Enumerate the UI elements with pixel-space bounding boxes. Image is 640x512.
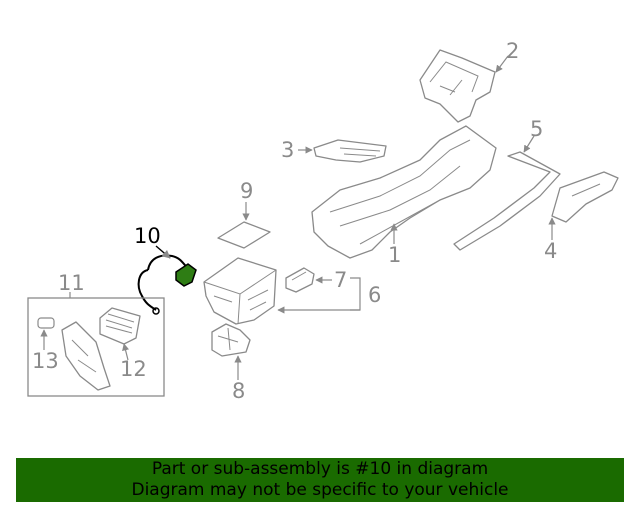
callout-1: 1 — [388, 243, 401, 267]
part-3-bracket-plate: 3 — [281, 138, 387, 163]
part-7-module: 7 — [285, 267, 347, 293]
callout-5: 5 — [530, 117, 543, 141]
part-9-console-mat: 9 — [217, 179, 271, 249]
part-11-subassembly: 11 12 13 — [27, 271, 165, 397]
usb-module-highlight — [175, 263, 197, 287]
callout-7: 7 — [334, 268, 347, 292]
part-12-vent: 12 — [99, 307, 147, 381]
callout-11: 11 — [58, 271, 85, 295]
callout-12: 12 — [120, 357, 147, 381]
part-1-console-body: 1 — [311, 125, 497, 267]
callout-8: 8 — [232, 379, 245, 403]
part-5-side-trim: 5 — [453, 117, 561, 251]
part-13-clip: 13 — [32, 317, 59, 373]
part-6-console-box: 6 — [203, 257, 381, 325]
banner-line-2: Diagram may not be specific to your vehi… — [131, 480, 509, 500]
callout-6: 6 — [368, 283, 381, 307]
callout-13: 13 — [32, 349, 59, 373]
part-10-wiring-harness: 10 — [134, 224, 197, 315]
part-2-console-rear-bracket: 2 — [419, 39, 519, 123]
banner-line-1: Part or sub-assembly is #10 in diagram — [151, 459, 489, 479]
callout-9: 9 — [240, 179, 253, 203]
part-8-lower-bracket: 8 — [211, 323, 251, 403]
callout-2: 2 — [506, 39, 519, 63]
callout-10: 10 — [134, 224, 161, 248]
part-4-side-panel: 4 — [544, 171, 619, 263]
info-banner: Part or sub-assembly is #10 in diagram D… — [16, 458, 624, 502]
callout-4: 4 — [544, 239, 557, 263]
callout-3: 3 — [281, 138, 294, 162]
